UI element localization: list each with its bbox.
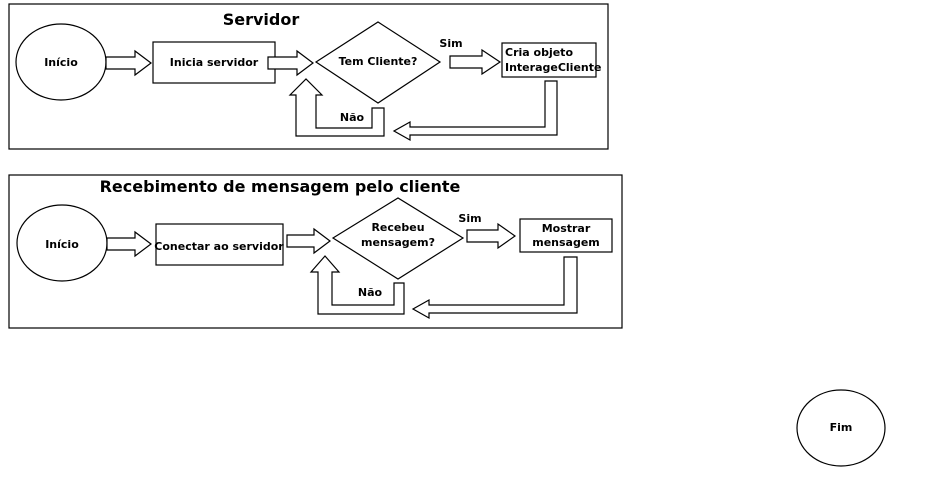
cliente-panel: Recebimento de mensagem pelo cliente Iní… bbox=[8, 174, 623, 329]
cliente-action-line2: mensagem bbox=[532, 236, 600, 249]
servidor-action-box bbox=[501, 42, 597, 78]
servidor-action-line2: InterageCliente bbox=[505, 61, 601, 74]
cliente-return-arrow bbox=[411, 256, 578, 320]
servidor-no-loop-arrow bbox=[288, 78, 385, 137]
servidor-step-label: Inicia servidor bbox=[170, 56, 259, 69]
cliente-no-loop-arrow bbox=[309, 255, 405, 315]
cliente-decision-line1: Recebeu bbox=[371, 221, 424, 234]
servidor-action-line1: Cria objeto bbox=[505, 46, 573, 59]
cliente-action-box bbox=[519, 218, 613, 253]
servidor-arrow-start-step bbox=[105, 49, 152, 77]
cliente-arrow-yes bbox=[466, 222, 517, 250]
cliente-frame bbox=[8, 174, 623, 329]
cliente-decision-diamond bbox=[331, 197, 465, 280]
end-node bbox=[796, 389, 886, 467]
cliente-title: Recebimento de mensagem pelo cliente bbox=[100, 177, 461, 196]
servidor-title: Servidor bbox=[223, 10, 300, 29]
cliente-decision-line2: mensagem? bbox=[361, 236, 435, 249]
servidor-decision-label: Tem Cliente? bbox=[339, 55, 418, 68]
servidor-yes-label: Sim bbox=[439, 37, 462, 50]
servidor-step-box bbox=[152, 41, 276, 84]
cliente-yes-label: Sim bbox=[458, 212, 481, 225]
cliente-start-label: Início bbox=[45, 238, 79, 251]
end-label: Fim bbox=[830, 421, 853, 434]
servidor-arrow-yes bbox=[449, 48, 502, 76]
cliente-arrow-start-step bbox=[106, 230, 152, 258]
servidor-panel: Servidor Início Inicia servidor Tem Clie… bbox=[8, 3, 609, 150]
servidor-arrow-step-decision bbox=[267, 49, 314, 77]
servidor-return-arrow bbox=[392, 80, 558, 142]
cliente-no-label: Não bbox=[358, 286, 383, 299]
cliente-action-line1: Mostrar bbox=[542, 222, 591, 235]
cliente-step-box bbox=[155, 223, 284, 266]
cliente-arrow-step-decision bbox=[286, 227, 331, 255]
servidor-start-label: Início bbox=[44, 56, 78, 69]
servidor-frame bbox=[8, 3, 609, 150]
servidor-no-label: Não bbox=[340, 111, 365, 124]
servidor-decision-diamond bbox=[314, 21, 442, 104]
cliente-step-label: Conectar ao servidor bbox=[154, 240, 284, 253]
